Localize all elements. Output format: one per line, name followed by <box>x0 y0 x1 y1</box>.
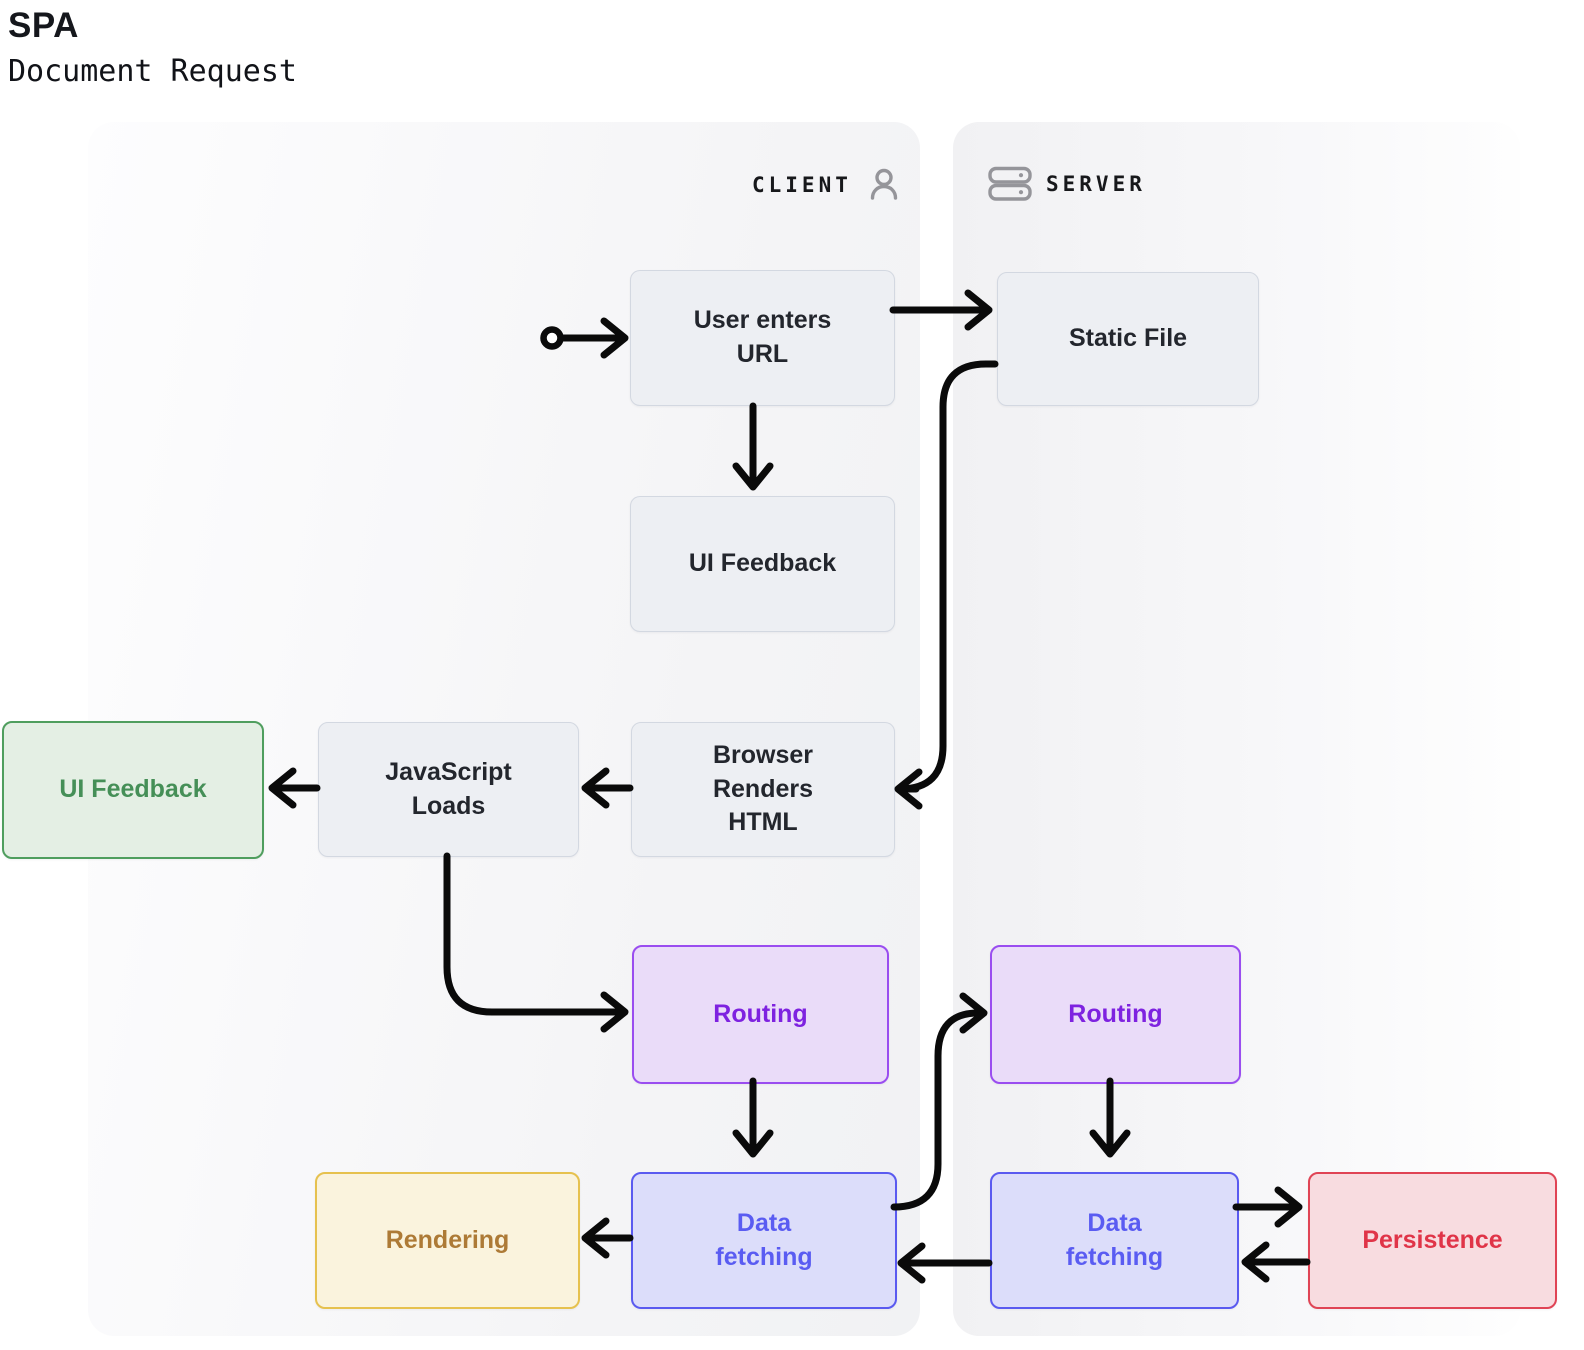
node-ui-feedback-client: UI Feedback <box>630 496 895 632</box>
client-panel-label: CLIENT <box>752 173 852 197</box>
server-panel-header: SERVER <box>988 166 1146 202</box>
node-routing-client: Routing <box>632 945 889 1084</box>
diagram-title: SPA <box>8 6 79 45</box>
node-rendering: Rendering <box>315 1172 580 1309</box>
server-panel-label: SERVER <box>1046 172 1146 196</box>
node-persistence: Persistence <box>1308 1172 1557 1309</box>
node-routing-server: Routing <box>990 945 1241 1084</box>
person-icon <box>870 168 898 200</box>
node-user-enters-url: User enters URL <box>630 270 895 406</box>
node-javascript-loads: JavaScript Loads <box>318 722 579 857</box>
client-panel-header: CLIENT <box>752 166 902 204</box>
node-ui-feedback-result: UI Feedback <box>2 721 264 859</box>
node-static-file: Static File <box>997 272 1259 406</box>
title-block: SPA Document Request <box>8 6 297 89</box>
node-data-fetching-server: Data fetching <box>990 1172 1239 1309</box>
diagram-subtitle: Document Request <box>8 54 297 89</box>
server-icon <box>988 166 1032 201</box>
node-data-fetching-client: Data fetching <box>631 1172 897 1309</box>
node-browser-renders-html: Browser Renders HTML <box>631 722 895 857</box>
